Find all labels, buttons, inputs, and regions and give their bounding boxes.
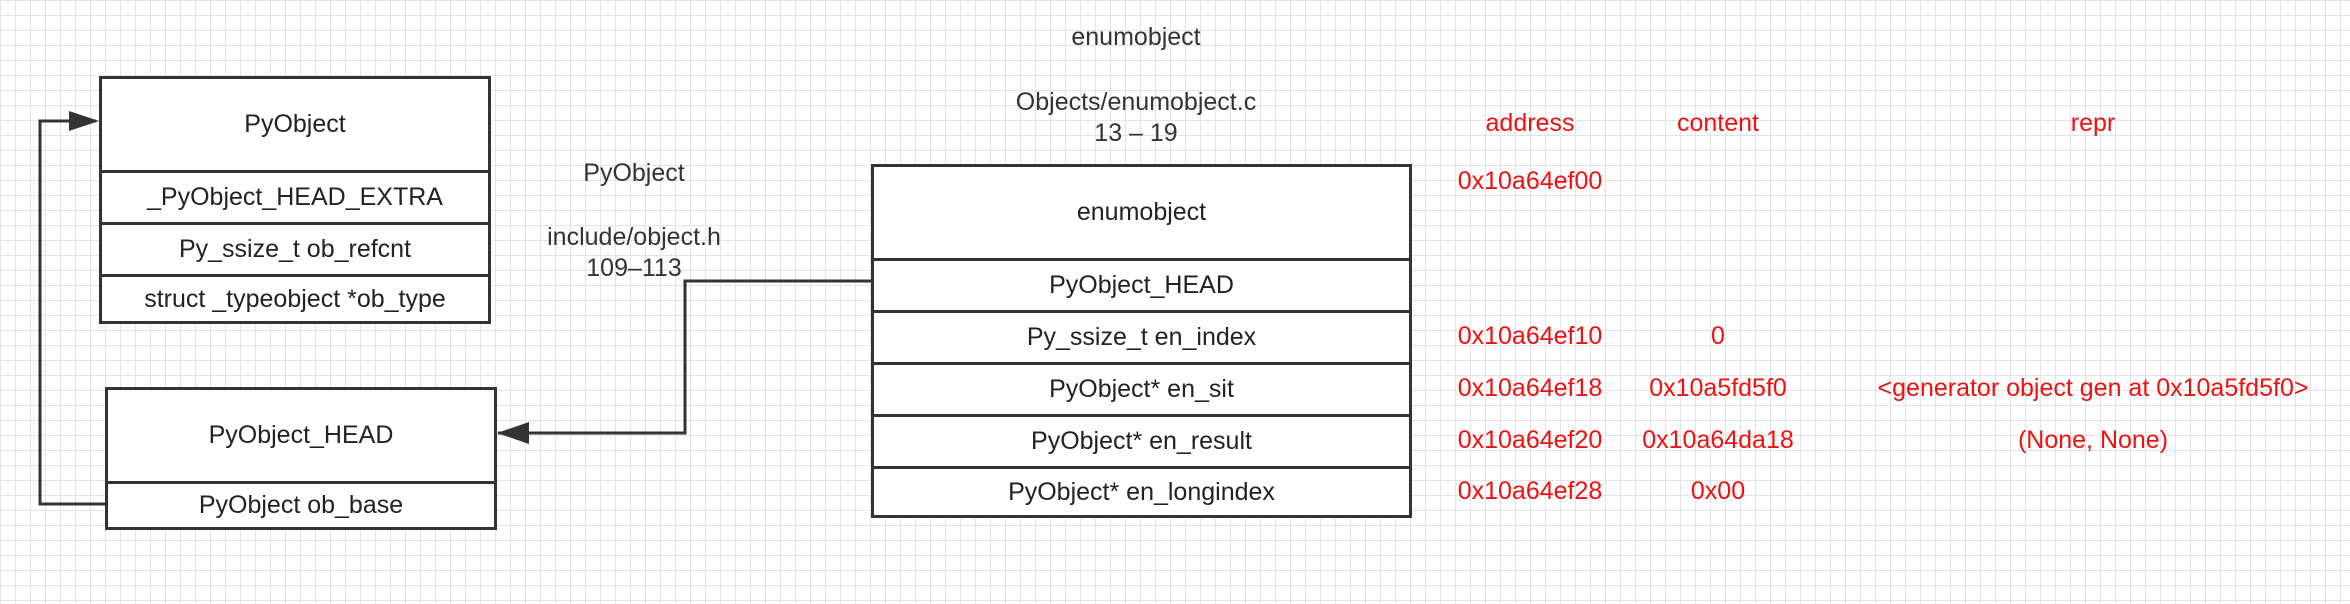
pyobject-head-struct-box: PyObject_HEAD PyObject ob_base <box>105 387 497 530</box>
pyobject-struct-name: PyObject <box>244 110 346 138</box>
pyobject-source-lines: 109–113 <box>586 254 682 282</box>
enumobject-struct-box: enumobject PyObject_HEAD Py_ssize_t en_i… <box>871 164 1412 518</box>
en-sit-field: PyObject* en_sit <box>874 362 1409 414</box>
pyobject-head-field: PyObject_HEAD <box>874 258 1409 310</box>
repr-header: repr <box>2070 109 2116 137</box>
address-cell: 0x10a64ef00 <box>1457 167 1603 195</box>
en-longindex-field: PyObject* en_longindex <box>874 466 1409 515</box>
en-result-field: PyObject* en_result <box>874 414 1409 466</box>
enumobject-source-lines: 13 – 19 <box>1094 119 1178 147</box>
en-index-field: Py_ssize_t en_index <box>874 310 1409 362</box>
enumobject-source-file: Objects/enumobject.c <box>1015 88 1257 116</box>
ob-refcnt-field: Py_ssize_t ob_refcnt <box>102 222 488 274</box>
head-to-pyobject-head-arrowhead <box>497 422 529 444</box>
enumobject-struct-name: enumobject <box>1076 198 1207 226</box>
repr-cell: <generator object gen at 0x10a5fd5f0> <box>1877 374 2309 402</box>
ob-base-to-pyobject-arrowhead <box>69 111 99 131</box>
pyobject-head-struct-name: PyObject_HEAD <box>208 421 394 449</box>
ob-type-field: struct _typeobject *ob_type <box>102 274 488 321</box>
address-cell: 0x10a64ef10 <box>1457 322 1603 350</box>
ob-base-field: PyObject ob_base <box>108 481 494 527</box>
content-header: content <box>1676 109 1760 137</box>
address-cell: 0x10a64ef20 <box>1457 426 1603 454</box>
content-cell: 0x10a64da18 <box>1642 426 1794 454</box>
address-header: address <box>1485 109 1575 137</box>
ob-base-to-pyobject-arrow <box>38 119 106 506</box>
repr-cell: (None, None) <box>2017 426 2169 454</box>
pyobject-label: PyObject <box>583 159 685 187</box>
pyobject-source-file: include/object.h <box>547 223 721 251</box>
pyobject-struct-box: PyObject _PyObject_HEAD_EXTRA Py_ssize_t… <box>99 76 491 324</box>
enumobject-title: enumobject <box>1071 23 1201 51</box>
head-to-pyobject-head-arrow <box>498 279 872 435</box>
content-cell: 0x00 <box>1690 477 1746 505</box>
content-cell: 0 <box>1711 322 1725 350</box>
pyobject-head-extra-field: _PyObject_HEAD_EXTRA <box>102 170 488 222</box>
address-cell: 0x10a64ef18 <box>1457 374 1603 402</box>
content-cell: 0x10a5fd5f0 <box>1649 374 1787 402</box>
address-cell: 0x10a64ef28 <box>1457 477 1603 505</box>
